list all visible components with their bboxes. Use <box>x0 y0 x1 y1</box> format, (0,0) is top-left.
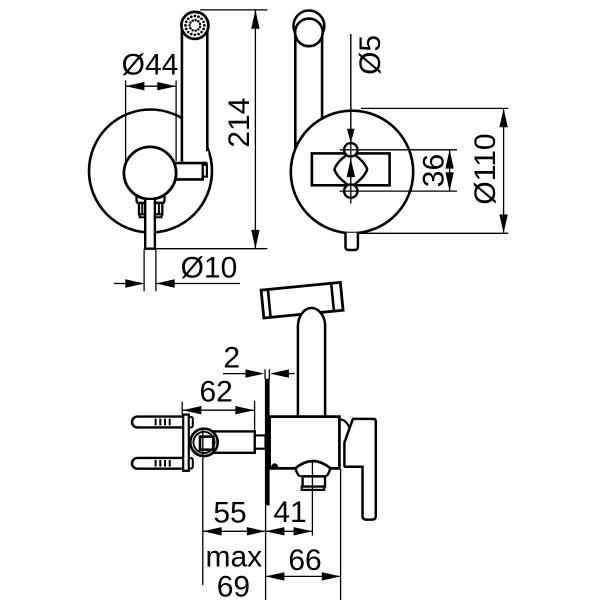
svg-text:66: 66 <box>288 544 321 577</box>
svg-text:41: 41 <box>273 496 306 529</box>
svg-text:62: 62 <box>200 376 233 409</box>
svg-text:69: 69 <box>217 571 250 600</box>
svg-text:Ø10: Ø10 <box>181 252 238 285</box>
svg-text:Ø5: Ø5 <box>354 35 387 75</box>
svg-text:214: 214 <box>223 98 256 148</box>
svg-text:2: 2 <box>223 342 240 375</box>
svg-text:36: 36 <box>418 154 451 187</box>
svg-text:55: 55 <box>213 497 246 530</box>
svg-text:Ø110: Ø110 <box>469 133 502 204</box>
svg-text:max: max <box>205 541 262 574</box>
svg-text:Ø44: Ø44 <box>122 49 179 82</box>
